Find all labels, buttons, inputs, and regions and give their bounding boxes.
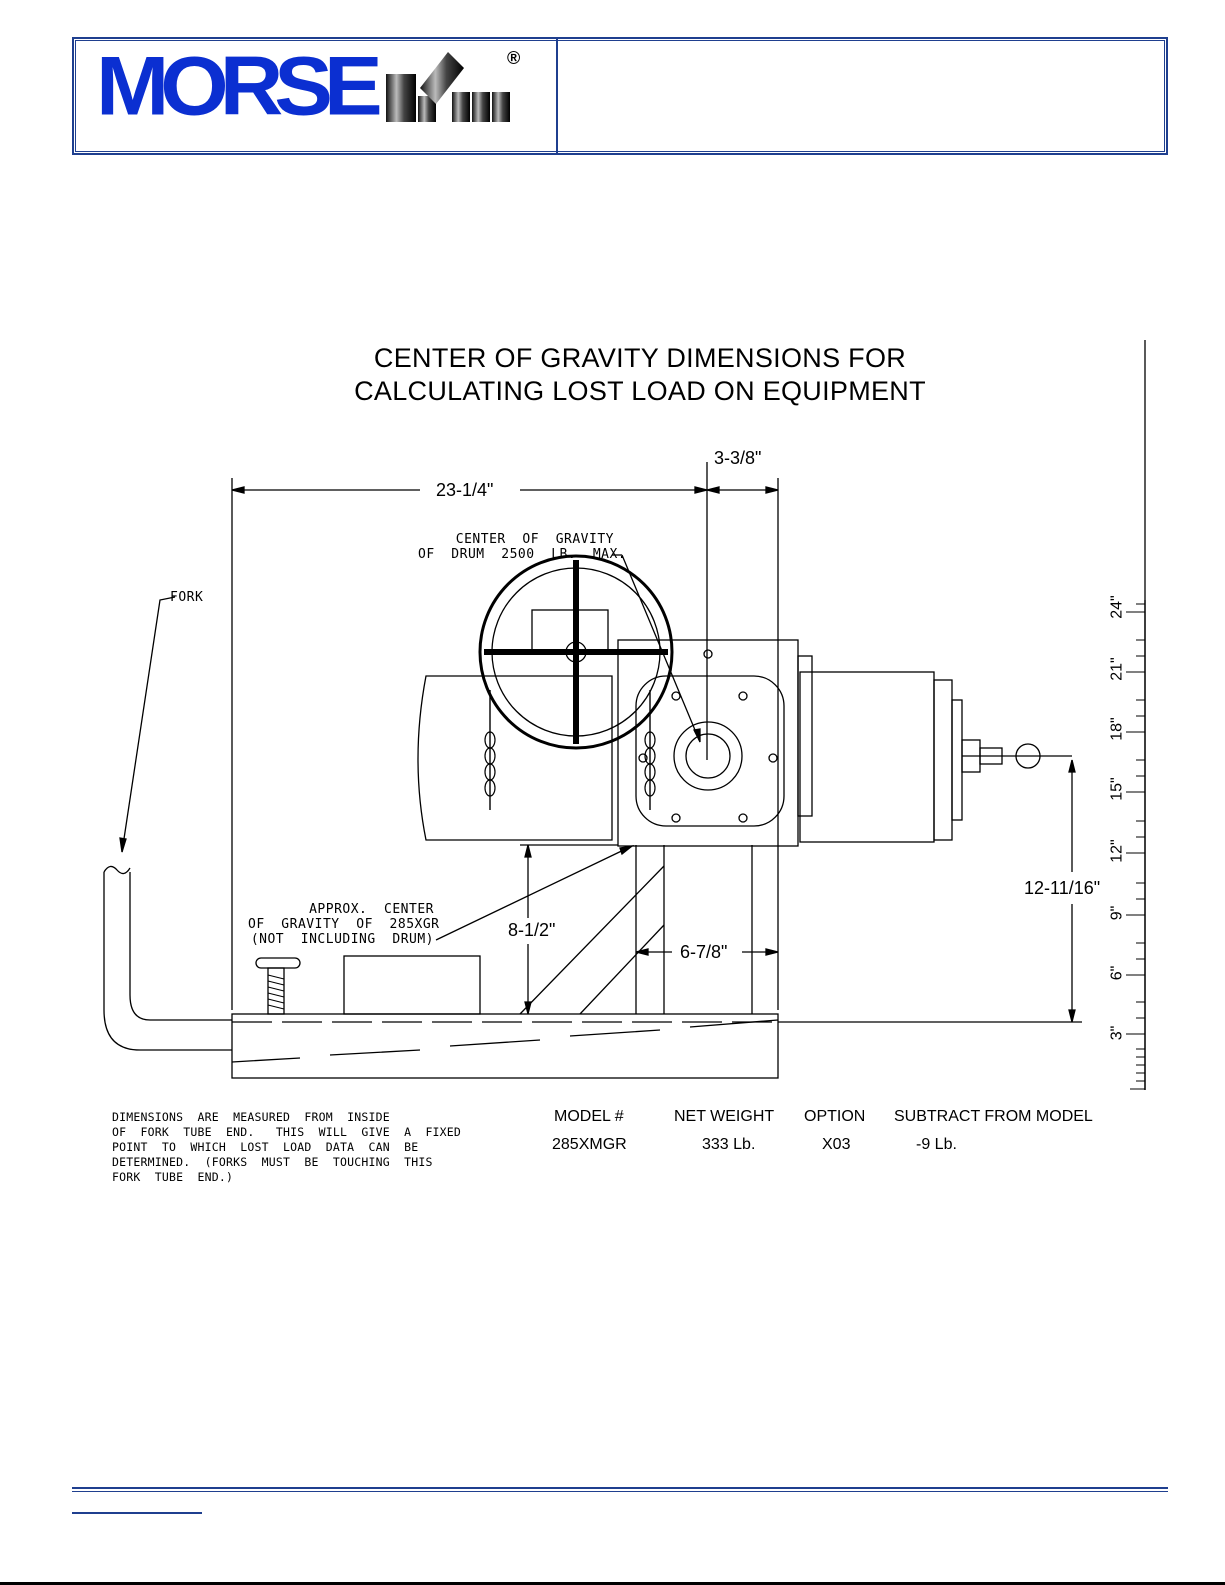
dim-height-cg-label: 8-1/2" — [504, 920, 560, 940]
measurement-notes: DIMENSIONS ARE MEASURED FROM INSIDE OF F… — [112, 1110, 462, 1184]
dim-offset-label: 3-3/8" — [710, 448, 766, 468]
handwheel — [478, 554, 674, 750]
callout-unit-cg: APPROX. CENTER OF GRAVITY OF 285XGR (NOT… — [248, 902, 440, 947]
spec-header-weight: NET WEIGHT — [674, 1108, 775, 1125]
dim-overall-label: 23-1/4" — [432, 480, 498, 500]
footer-link-underline[interactable] — [72, 1512, 202, 1514]
dim-base-cg-label: 6-7/8" — [676, 942, 732, 962]
ruler-ticks — [1126, 603, 1145, 1090]
ruler-label-6: 6" — [1108, 965, 1126, 981]
hidden-line — [231, 1019, 779, 1063]
callout-drum-cg: CENTER OF GRAVITY OF DRUM 2500 LB. MAX. — [418, 532, 627, 562]
motor-body — [417, 675, 613, 841]
footer-rule-thin — [72, 1491, 1168, 1492]
spec-table: MODEL # NET WEIGHT OPTION SUBTRACT FROM … — [540, 1108, 1110, 1164]
ruler-label-18: 18" — [1108, 717, 1126, 741]
title-line-1: CENTER OF GRAVITY DIMENSIONS FOR — [373, 343, 907, 373]
spec-data-row: 285XMGR 333 Lb. X03 -9 Lb. — [540, 1136, 1110, 1164]
callout-fork: FORK — [170, 590, 204, 605]
footer-rule — [72, 1487, 1168, 1489]
fork-leader — [121, 596, 176, 853]
page-bottom-border — [0, 1582, 1225, 1585]
t-handle — [255, 957, 301, 969]
ruler-label-9: 9" — [1108, 905, 1126, 921]
gearbox-cover — [635, 675, 785, 827]
logo-text: MORSE — [96, 38, 383, 133]
title-line-2: CALCULATING LOST LOAD ON EQUIPMENT — [354, 376, 926, 406]
motor-right — [799, 671, 935, 843]
ruler-label-15: 15" — [1108, 777, 1126, 801]
ruler-label-3: 3" — [1108, 1025, 1126, 1041]
base-plate — [231, 1013, 779, 1079]
logo-drum-graphic-icon — [386, 52, 510, 122]
ruler-label-12: 12" — [1108, 839, 1126, 863]
ruler-label-24: 24" — [1108, 595, 1126, 619]
ruler-label-21: 21" — [1108, 657, 1126, 681]
spec-weight-value: 333 Lb. — [702, 1136, 756, 1153]
output-shaft — [673, 721, 743, 791]
spec-header-row: MODEL # NET WEIGHT OPTION SUBTRACT FROM … — [540, 1108, 1110, 1136]
drawing-title: CENTER OF GRAVITY DIMENSIONS FOR CALCULA… — [260, 342, 1020, 408]
counterweight-block — [343, 955, 481, 1015]
header-divider — [556, 37, 558, 155]
spec-header-option: OPTION — [804, 1108, 866, 1125]
morse-logo: MORSE ® — [96, 44, 526, 128]
spec-header-subtract: SUBTRACT FROM MODEL — [894, 1108, 1093, 1125]
spec-header-model: MODEL # — [554, 1108, 624, 1125]
spec-option-value: X03 — [822, 1136, 851, 1153]
fork-inner — [129, 872, 232, 1021]
header-box — [72, 37, 1168, 155]
fork-tip — [103, 865, 131, 875]
fork-outer — [103, 872, 232, 1051]
dim-drum-height-label: 12-11/16" — [1020, 878, 1105, 898]
spec-model-value: 285XMGR — [552, 1136, 627, 1153]
spec-subtract-value: -9 Lb. — [916, 1136, 957, 1153]
registered-mark: ® — [507, 48, 521, 68]
